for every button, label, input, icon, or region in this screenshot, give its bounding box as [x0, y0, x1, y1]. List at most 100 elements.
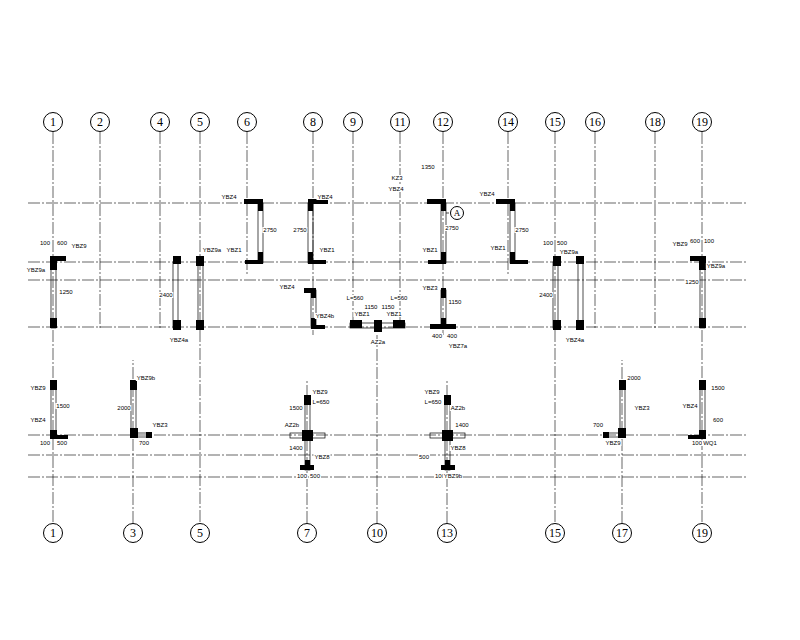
axis-line	[702, 132, 703, 523]
member-tag: YBZ4	[681, 403, 698, 409]
axis-bubble: 14	[498, 112, 518, 132]
member-tag: YBZ4a	[565, 337, 585, 343]
axis-bubble: 12	[433, 112, 453, 132]
axis-bubble: 4	[150, 112, 170, 132]
axis-bubble: 2	[90, 112, 110, 132]
axis-number: 19	[696, 116, 708, 128]
dimension: 700	[138, 440, 150, 446]
axis-number: 6	[244, 116, 250, 128]
dimension: 1150	[448, 299, 463, 305]
axis-bubble: 5	[190, 523, 210, 543]
dimension: 1500	[288, 405, 303, 411]
dimension: 100	[703, 238, 715, 244]
axis-number: 5	[197, 116, 203, 128]
dimension: 500	[309, 473, 321, 479]
dimension: 1250	[684, 279, 699, 285]
member-tag: YBZ9b	[443, 473, 463, 479]
member-tag: YBZ8	[449, 445, 466, 451]
dimension: 1150	[381, 304, 396, 310]
axis-bubble: 19	[692, 523, 712, 543]
member-tag: YBZ9	[423, 389, 440, 395]
axis-bubble: 1	[43, 112, 63, 132]
member-tag: YBZ9	[604, 440, 621, 446]
member-tag: YBZ9	[311, 389, 328, 395]
dimension: 2000	[626, 375, 641, 381]
dimension: 100	[39, 440, 51, 446]
axis-bubble: 7	[297, 523, 317, 543]
dimension: 2400	[538, 292, 553, 298]
member-tag: YBZ3	[633, 405, 650, 411]
axis-bubble: 19	[692, 112, 712, 132]
member-tag: YBZ1	[489, 245, 506, 251]
axis-number: 15	[549, 527, 561, 539]
dimension: 1150	[364, 304, 379, 310]
member-tag: AZ2a	[370, 339, 386, 345]
axis-number: 10	[371, 527, 383, 539]
dimension: 2000	[116, 405, 131, 411]
member-tag: YBZ9a	[706, 263, 726, 269]
axis-number: 15	[549, 116, 561, 128]
member-tag: YBZ9	[671, 241, 688, 247]
member-tag: L=560	[390, 295, 409, 301]
dimension: 1350	[420, 164, 435, 170]
axis-bubble: 9	[343, 112, 363, 132]
member-tag: L=560	[346, 295, 365, 301]
member-tag: L=650	[312, 399, 331, 405]
dimension: 600	[712, 417, 724, 423]
member-tag: YBZ9a	[559, 249, 579, 255]
member-tag: YBZ7a	[448, 343, 468, 349]
axis-bubble: 15	[545, 523, 565, 543]
axis-bubble: 16	[585, 112, 605, 132]
wall-outlines	[51, 203, 705, 470]
axis-bubble: 11	[390, 112, 410, 132]
axis-bubble: 3	[123, 523, 143, 543]
member-tag: YBZ8	[313, 454, 330, 460]
axis-number: 19	[696, 527, 708, 539]
axis-number: 9	[350, 116, 356, 128]
member-tag: AZ2b	[450, 405, 466, 411]
axis-number: 1	[50, 116, 56, 128]
member-tag: YBZ1	[385, 311, 402, 317]
member-tag: YBZ4	[29, 417, 46, 423]
dimension: 2750	[292, 227, 307, 233]
member-tag: YBZ9	[70, 243, 87, 249]
member-tag: YBZ4	[478, 191, 495, 197]
member-tag: YBZ9	[29, 385, 46, 391]
dimension: 600	[689, 238, 701, 244]
member-tag: WQ1	[702, 440, 718, 446]
axis-number: 3	[130, 527, 136, 539]
dimension: 2400	[158, 292, 173, 298]
member-tag: YBZ9b	[136, 375, 156, 381]
member-tag: KZ3	[390, 175, 403, 181]
dimension: 400	[431, 333, 443, 339]
leader-line	[446, 213, 449, 214]
member-tag: YBZ9a	[26, 267, 46, 273]
dimension: 500	[56, 440, 68, 446]
member-tag: YBZ1	[421, 247, 438, 253]
axis-number: 12	[437, 116, 449, 128]
axis-number: 7	[304, 527, 310, 539]
member-tag: L=650	[424, 399, 443, 405]
axis-number: 14	[502, 116, 514, 128]
axis-bubble: 5	[190, 112, 210, 132]
axis-number: A	[454, 209, 461, 218]
axis-line	[200, 132, 201, 523]
axis-line	[53, 132, 54, 523]
dimension: 700	[592, 422, 604, 428]
axis-bubble: 10	[367, 523, 387, 543]
member-tag: YBZ9a	[202, 247, 222, 253]
dimension: 100	[296, 473, 308, 479]
dimension: 2750	[514, 227, 529, 233]
dimension: 500	[556, 240, 568, 246]
member-tag: YBZ1	[318, 247, 335, 253]
dimension: 600	[56, 240, 68, 246]
detail-callout: A	[450, 206, 464, 220]
axis-number: 4	[157, 116, 163, 128]
axis-bubble: 18	[645, 112, 665, 132]
axis-number: 17	[616, 527, 628, 539]
member-tag: YBZ1	[353, 311, 370, 317]
dimension: 1400	[288, 445, 303, 451]
axis-number: 11	[394, 116, 406, 128]
